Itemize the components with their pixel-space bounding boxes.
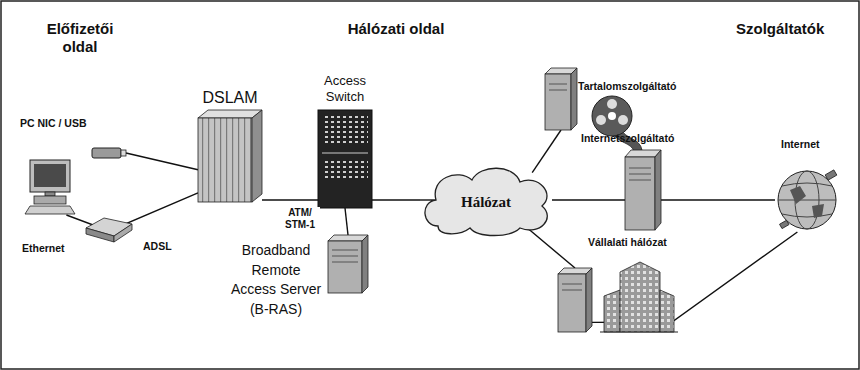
node-label: Hálózat — [461, 193, 511, 211]
cloud-shape — [420, 168, 547, 235]
node-label: Vállalati hálózat — [588, 236, 667, 249]
usb-adapter: PC NIC / USB — [92, 147, 126, 159]
link-line — [372, 199, 420, 200]
link-line — [528, 229, 575, 268]
corporate-server — [558, 268, 592, 332]
link-line — [552, 199, 625, 200]
link-line — [661, 199, 775, 200]
link-line — [532, 130, 561, 173]
bras-server — [328, 235, 368, 293]
node-label: Tartalomszolgáltató — [578, 80, 676, 93]
pc: Ethernet — [28, 160, 76, 215]
content-provider: Tartalomszolgáltató — [545, 68, 577, 130]
link-label: ATM/ STM-1 — [280, 207, 320, 231]
side-heading: Szolgáltatók — [736, 20, 824, 38]
usb-adapter-icon — [92, 148, 126, 158]
access-switch-box — [318, 110, 372, 208]
node-label: DSLAM — [198, 88, 262, 107]
internet-globe — [778, 170, 837, 229]
isp-server — [625, 150, 661, 230]
internet-globe: Internet — [775, 168, 839, 232]
bras-server: Broadband Remote Access Server (B-RAS) — [328, 235, 368, 293]
side-heading: Hálózati oldal — [330, 20, 462, 38]
internet-provider: Internetszolgáltató — [625, 150, 661, 230]
network-cloud: Hálózat — [420, 164, 552, 236]
side-heading: Előfizetői oldal — [28, 20, 132, 56]
link-label: ADSL — [142, 240, 173, 253]
access-switch: Access Switch — [318, 110, 372, 208]
node-label: Ethernet — [22, 242, 65, 255]
node-label: PC NIC / USB — [20, 117, 87, 130]
link-line — [345, 208, 348, 235]
node-label: Internet — [781, 138, 820, 151]
node-label: Broadband Remote Access Server (B-RAS) — [228, 241, 324, 319]
content-server — [545, 68, 577, 130]
node-label: Internetszolgáltató — [581, 132, 674, 145]
node-label: Access Switch — [308, 73, 382, 104]
dslam: DSLAM — [198, 110, 262, 202]
link-line — [126, 153, 198, 170]
office-building — [600, 262, 678, 332]
dslam-cabinet — [198, 110, 262, 202]
link-line — [262, 199, 318, 200]
modem-icon — [86, 218, 132, 242]
corporate-network: Vállalati hálózat — [558, 268, 592, 332]
pc-icon — [25, 160, 75, 214]
